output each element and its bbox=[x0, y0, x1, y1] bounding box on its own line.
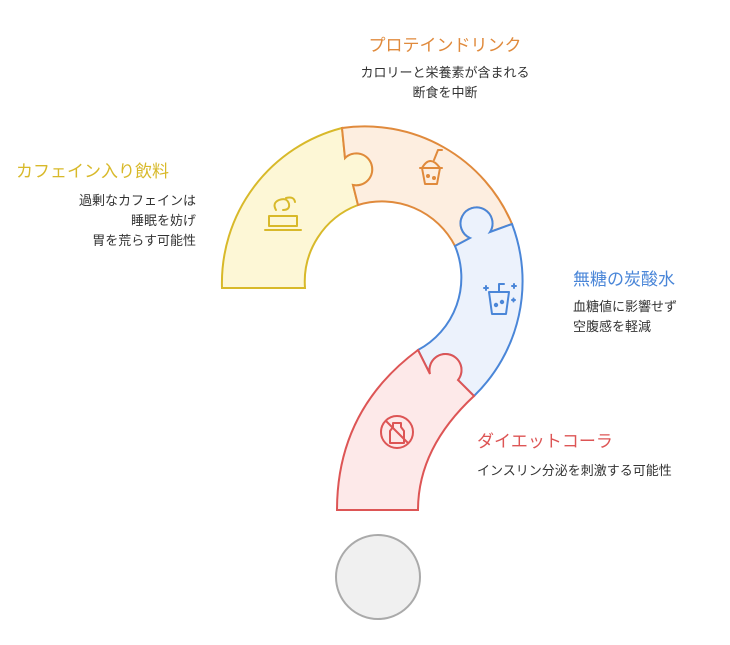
carbonated-title: 無糖の炭酸水 bbox=[573, 270, 675, 290]
caffeine-title: カフェイン入り飲料 bbox=[16, 162, 169, 182]
no-soda-icon bbox=[380, 415, 414, 449]
coffee-cup-icon bbox=[264, 196, 302, 231]
diet-desc: インスリン分泌を刺激する可能性 bbox=[477, 462, 672, 482]
protein-desc: カロリーと栄養素が含まれる 断食を中断 bbox=[330, 64, 560, 104]
protein-desc-line2: 断食を中断 bbox=[412, 86, 478, 101]
carbonated-segment bbox=[416, 206, 524, 398]
diet-title: ダイエットコーラ bbox=[477, 432, 613, 452]
sparkling-glass-icon bbox=[483, 283, 517, 315]
carbonated-desc-line2: 空腹感を軽減 bbox=[573, 320, 652, 335]
caffeine-desc-line3: 胃を荒らす可能性 bbox=[92, 234, 196, 249]
caffeine-desc-line1: 過剰なカフェインは bbox=[78, 194, 196, 209]
diet-segment bbox=[335, 348, 476, 511]
diet-desc-line1: インスリン分泌を刺激する可能性 bbox=[477, 464, 672, 479]
carbonated-desc: 血糖値に影響せず 空腹感を軽減 bbox=[573, 298, 677, 338]
question-mark-dot bbox=[335, 534, 421, 620]
carbonated-desc-line1: 血糖値に影響せず bbox=[573, 300, 678, 315]
protein-title: プロテインドリンク bbox=[368, 36, 522, 56]
caffeine-desc-line2: 睡眠を妨げ bbox=[130, 214, 196, 229]
protein-desc-line1: カロリーと栄養素が含まれる bbox=[360, 66, 530, 81]
caffeine-desc: 過剰なカフェインは 睡眠を妨げ 胃を荒らす可能性 bbox=[16, 192, 196, 252]
bubble-tea-icon bbox=[419, 149, 443, 185]
